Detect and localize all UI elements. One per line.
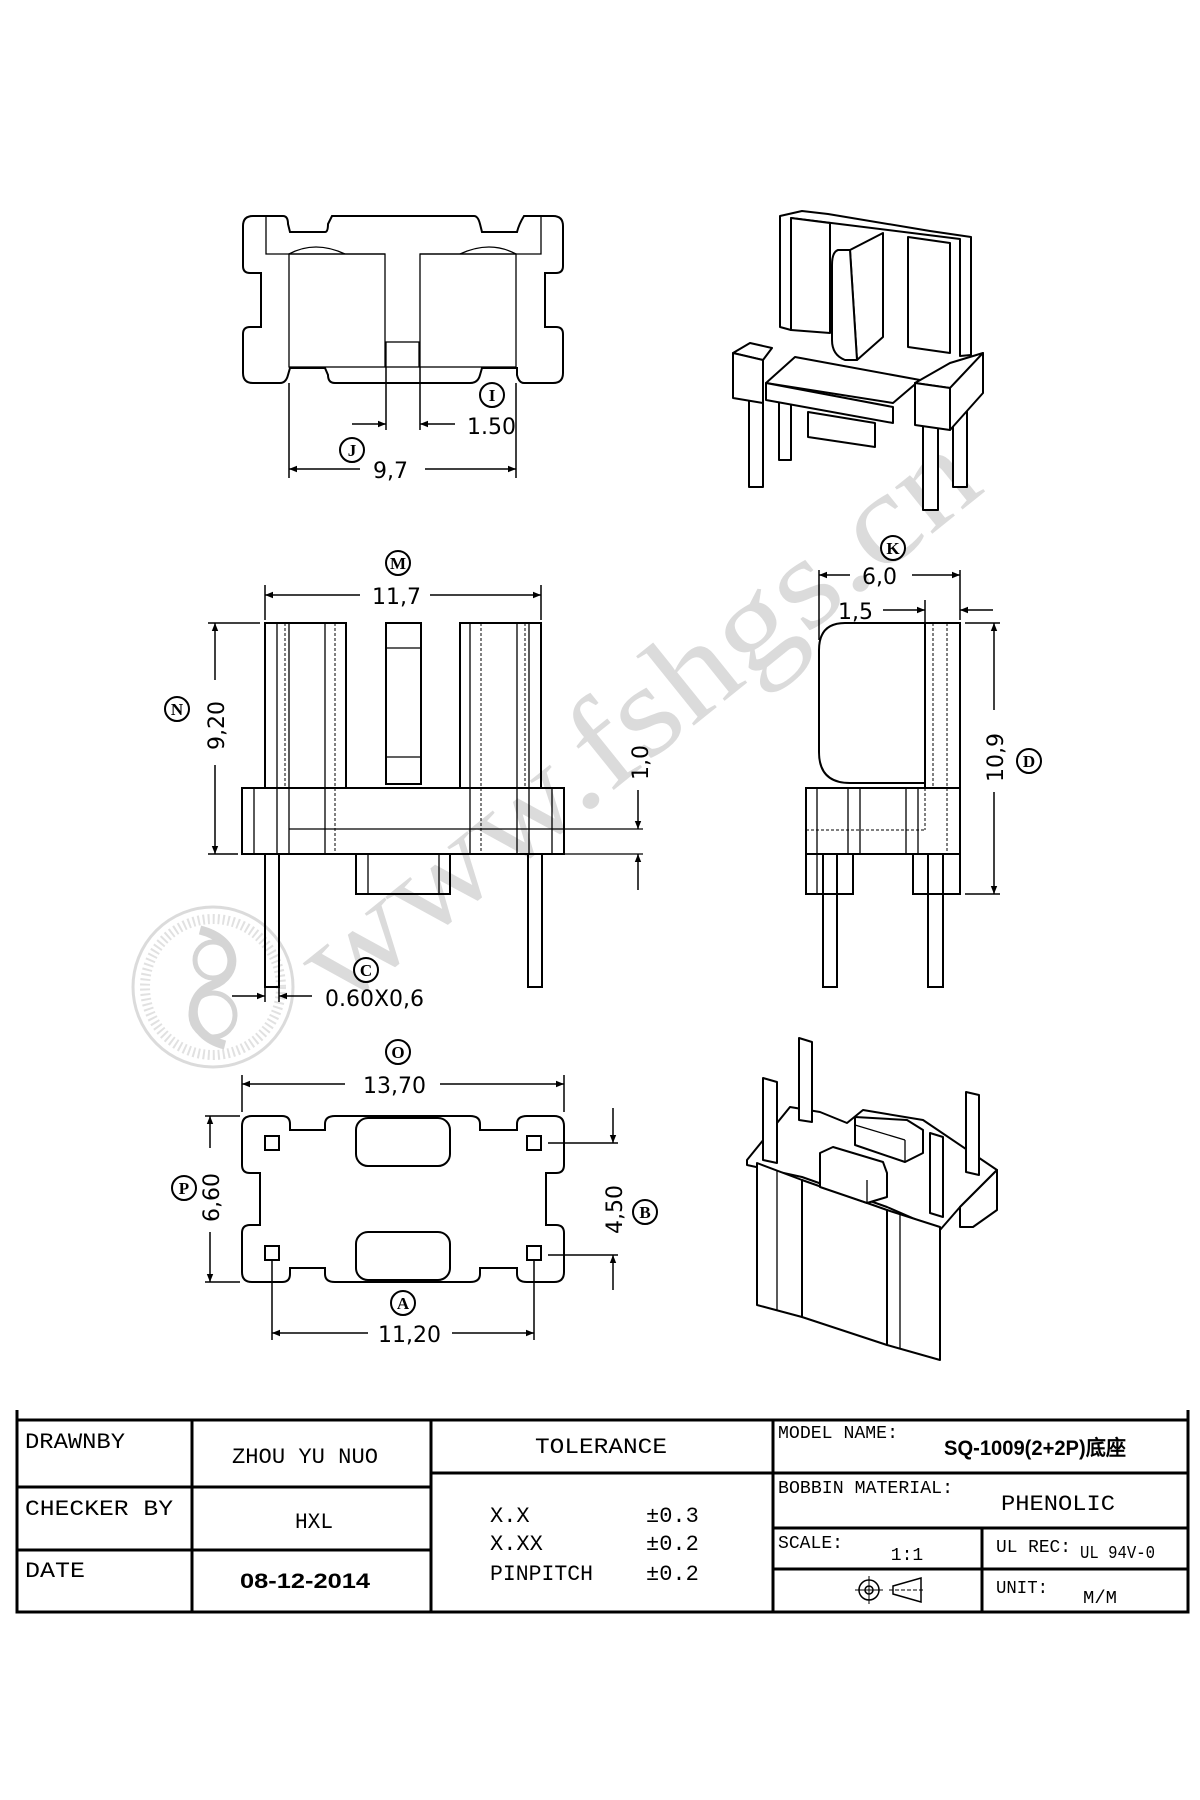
- label-o: O: [391, 1043, 404, 1062]
- dim-height-value: 9,20: [205, 701, 230, 750]
- tolerance-key: PINPITCH: [490, 1562, 593, 1587]
- label-o-marker: O: [385, 1039, 411, 1065]
- date-label: DATE: [25, 1559, 85, 1584]
- dim-height-value: 6,60: [200, 1173, 225, 1222]
- drawn-by-value: ZHOU YU NUO: [232, 1445, 378, 1470]
- label-b: B: [639, 1203, 650, 1222]
- label-k-marker: K: [880, 535, 906, 561]
- unit-label: UNIT:: [996, 1579, 1048, 1599]
- label-a: A: [397, 1294, 410, 1313]
- ul-rec-label: UL REC:: [996, 1538, 1071, 1558]
- checker-value: HXL: [295, 1510, 333, 1535]
- dim-width-value: 11,7: [372, 585, 421, 610]
- watermark-text: www.fshgs.cn: [268, 400, 1005, 1032]
- dim-pitch-x-value: 11,20: [378, 1323, 441, 1348]
- label-a-marker: A: [390, 1290, 416, 1316]
- bottom-view: O 13,70 P 6,60 4,50 B A 11,20: [171, 1039, 658, 1348]
- label-m-marker: M: [385, 550, 411, 576]
- label-d-marker: D: [1016, 748, 1042, 774]
- tolerance-value: ±0.3: [646, 1504, 699, 1529]
- front-view: M 11,7 N 9,20 1,0 C 0.60X0,6: [164, 550, 654, 1012]
- side-view: K 6,0 1,5 10,9 D: [805, 535, 1042, 988]
- label-i-marker: I: [479, 382, 505, 408]
- ul-rec-value: UL 94V-0: [1080, 1544, 1155, 1564]
- dim-width-value: 9,7: [373, 459, 408, 484]
- label-m: M: [390, 554, 406, 573]
- checker-label: CHECKER BY: [25, 1497, 173, 1522]
- dim-pin-value: 0.60X0,6: [325, 987, 424, 1012]
- label-i: I: [489, 386, 496, 405]
- scale-value: 1:1: [891, 1546, 923, 1566]
- material-label: BOBBIN MATERIAL:: [778, 1479, 953, 1499]
- label-j-marker: J: [339, 437, 365, 463]
- title-block: DRAWNBY ZHOU YU NUO CHECKER BY HXL DATE …: [15, 1410, 1190, 1614]
- label-j: J: [348, 441, 357, 460]
- projection-symbol-icon: [855, 1576, 925, 1604]
- label-b-marker: B: [632, 1199, 658, 1225]
- label-n: N: [171, 700, 184, 719]
- dim-pitch-y-value: 4,50: [603, 1185, 628, 1234]
- unit-value: M/M: [1083, 1589, 1117, 1609]
- tolerance-value: ±0.2: [646, 1562, 699, 1587]
- label-d: D: [1023, 752, 1035, 771]
- label-c-marker: C: [353, 957, 379, 983]
- dim-wall-value: 1,5: [838, 600, 873, 625]
- scale-label: SCALE:: [778, 1534, 843, 1554]
- tolerance-key: X.X: [490, 1504, 530, 1529]
- label-n-marker: N: [164, 696, 190, 722]
- label-c: C: [360, 961, 372, 980]
- seal-watermark-logo: [131, 905, 295, 1069]
- model-label: MODEL NAME:: [778, 1424, 898, 1444]
- material-value: PHENOLIC: [1001, 1492, 1115, 1517]
- tolerance-key: X.XX: [490, 1532, 543, 1557]
- label-p-marker: P: [171, 1175, 197, 1201]
- dim-gap-value: 1.50: [467, 415, 516, 440]
- tolerance-label: TOLERANCE: [535, 1435, 667, 1460]
- date-value: 08-12-2014: [240, 1570, 370, 1593]
- label-p: P: [179, 1179, 189, 1198]
- model-value: SQ-1009(2+2P)底座: [944, 1436, 1126, 1460]
- isometric-bottom-view: [746, 1037, 998, 1361]
- isometric-top-view: [732, 210, 984, 511]
- dim-depth-value: 6,0: [862, 565, 897, 590]
- dim-height-value: 10,9: [984, 733, 1009, 782]
- drawn-by-label: DRAWNBY: [25, 1430, 125, 1455]
- dim-flange-value: 1,0: [629, 745, 654, 780]
- dim-width-value: 13,70: [363, 1074, 426, 1099]
- tolerance-value: ±0.2: [646, 1532, 699, 1557]
- top-view: I 1.50 J 9,7: [242, 215, 564, 484]
- label-k: K: [886, 539, 900, 558]
